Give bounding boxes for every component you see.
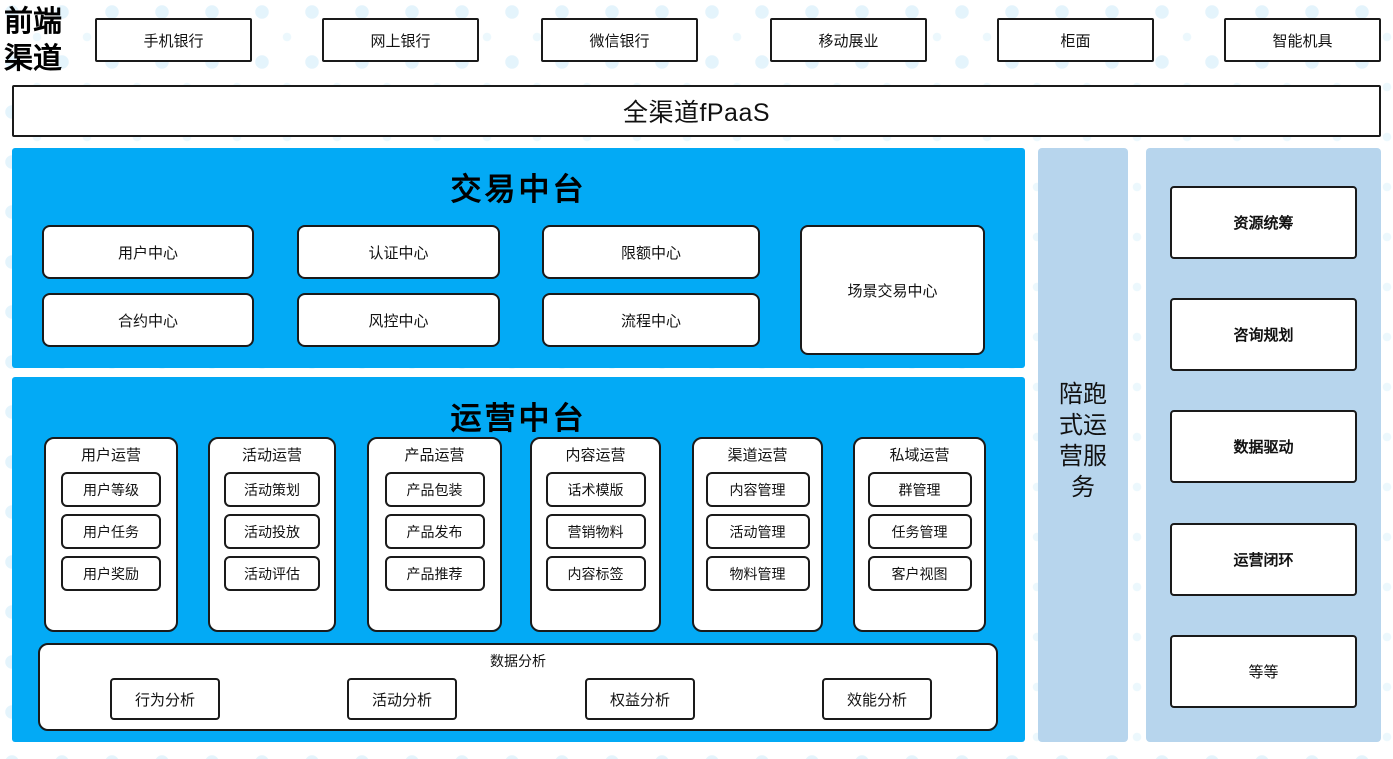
op-column-product-operation[interactable]: 产品运营 产品包装 产品发布 产品推荐	[367, 437, 502, 632]
trade-card-auth-center[interactable]: 认证中心	[297, 225, 500, 279]
op-column-content-operation[interactable]: 内容运营 话术模版 营销物料 内容标签	[530, 437, 661, 632]
channel-chip-mobile-business[interactable]: 移动展业	[770, 18, 927, 62]
op-column-user-operation[interactable]: 用户运营 用户等级 用户任务 用户奖励	[44, 437, 178, 632]
data-analysis-item[interactable]: 效能分析	[822, 678, 932, 720]
channel-chip-counter[interactable]: 柜面	[997, 18, 1154, 62]
trade-card-user-center[interactable]: 用户中心	[42, 225, 254, 279]
trade-center-panel: 交易中台 用户中心 认证中心 限额中心 合约中心 风控中心 流程中心 场景交易中…	[12, 148, 1025, 368]
channel-chip-label: 手机银行	[143, 32, 204, 50]
omnichannel-fpaas-label: 全渠道fPaaS	[622, 99, 771, 127]
op-column-campaign-operation[interactable]: 活动运营 活动策划 活动投放 活动评估	[208, 437, 336, 632]
escort-operation-service-label: 陪跑 式运 营服 务	[1059, 381, 1107, 501]
data-analysis-item[interactable]: 活动分析	[347, 678, 457, 720]
op-item[interactable]: 产品发布	[384, 514, 485, 549]
op-item[interactable]: 用户任务	[61, 514, 161, 549]
op-item[interactable]: 内容标签	[545, 556, 646, 591]
trade-card-label: 风控中心	[368, 312, 429, 330]
trade-card-label: 认证中心	[368, 244, 429, 262]
data-analysis-title: 数据分析	[490, 653, 546, 669]
data-analysis-item[interactable]: 行为分析	[110, 678, 220, 720]
trade-card-label: 场景交易中心	[847, 282, 938, 300]
capability-card-label: 咨询规划	[1233, 327, 1294, 344]
escort-operation-service-panel: 陪跑 式运 营服 务	[1038, 148, 1128, 742]
capability-card-label: 数据驱动	[1233, 439, 1294, 456]
op-item[interactable]: 产品包装	[384, 472, 485, 507]
capability-card-label: 运营闭环	[1233, 552, 1294, 569]
capability-card-etc[interactable]: 等等	[1170, 635, 1357, 708]
op-item[interactable]: 群管理	[867, 472, 972, 507]
channel-chip-label: 网上银行	[370, 32, 431, 50]
op-item[interactable]: 活动管理	[705, 514, 810, 549]
trade-card-limit-center[interactable]: 限额中心	[542, 225, 760, 279]
operation-center-title: 运营中台	[450, 401, 587, 436]
op-item[interactable]: 活动投放	[224, 514, 320, 549]
trade-card-risk-center[interactable]: 风控中心	[297, 293, 500, 347]
trade-card-label: 流程中心	[620, 312, 681, 330]
trade-card-label: 限额中心	[620, 244, 681, 262]
op-item[interactable]: 话术模版	[545, 472, 646, 507]
op-item[interactable]: 产品推荐	[384, 556, 485, 591]
op-item[interactable]: 用户等级	[61, 472, 161, 507]
op-item[interactable]: 客户视图	[867, 556, 972, 591]
trade-card-process-center[interactable]: 流程中心	[542, 293, 760, 347]
op-item[interactable]: 活动评估	[224, 556, 320, 591]
op-column-private-domain-operation[interactable]: 私域运营 群管理 任务管理 客户视图	[853, 437, 986, 632]
op-item[interactable]: 物料管理	[705, 556, 810, 591]
capability-card-resource-coordination[interactable]: 资源统筹	[1170, 186, 1357, 259]
trade-card-label: 合约中心	[117, 312, 178, 330]
trade-center-title: 交易中台	[450, 172, 587, 207]
op-item[interactable]: 内容管理	[705, 472, 810, 507]
channel-chip-label: 智能机具	[1272, 32, 1333, 50]
op-item[interactable]: 营销物料	[545, 514, 646, 549]
op-column-title: 内容运营	[565, 447, 626, 464]
op-column-channel-operation[interactable]: 渠道运营 内容管理 活动管理 物料管理	[692, 437, 823, 632]
capability-card-label: 等等	[1248, 664, 1279, 681]
front-channel-label: 前端 渠道	[4, 6, 63, 75]
channel-chip-label: 移动展业	[818, 32, 879, 50]
op-item[interactable]: 活动策划	[224, 472, 320, 507]
trade-card-scenario-center[interactable]: 场景交易中心	[800, 225, 985, 355]
capability-card-consulting-planning[interactable]: 咨询规划	[1170, 298, 1357, 371]
data-analysis-box: 数据分析 行为分析 活动分析 权益分析 效能分析	[38, 643, 998, 731]
channel-chip-smart-machine[interactable]: 智能机具	[1224, 18, 1381, 62]
trade-card-contract-center[interactable]: 合约中心	[42, 293, 254, 347]
capability-panel: 资源统筹 咨询规划 数据驱动 运营闭环 等等	[1146, 148, 1381, 742]
channel-chip-label: 柜面	[1060, 32, 1091, 50]
data-analysis-item[interactable]: 权益分析	[585, 678, 695, 720]
op-column-title: 产品运营	[404, 447, 465, 464]
op-item[interactable]: 任务管理	[867, 514, 972, 549]
trade-card-label: 用户中心	[117, 244, 178, 262]
op-column-title: 活动运营	[241, 447, 302, 464]
channel-chip-wechat-bank[interactable]: 微信银行	[541, 18, 698, 62]
channel-chip-label: 微信银行	[589, 32, 650, 50]
capability-card-operation-closed-loop[interactable]: 运营闭环	[1170, 523, 1357, 596]
op-column-title: 私域运营	[889, 447, 950, 464]
op-column-title: 渠道运营	[727, 447, 788, 464]
channel-chip-internet-bank[interactable]: 网上银行	[322, 18, 479, 62]
omnichannel-fpaas-bar[interactable]: 全渠道fPaaS	[12, 85, 1381, 137]
capability-card-data-driven[interactable]: 数据驱动	[1170, 410, 1357, 483]
op-item[interactable]: 用户奖励	[61, 556, 161, 591]
op-column-title: 用户运营	[80, 447, 141, 464]
channel-chip-mobile-bank[interactable]: 手机银行	[95, 18, 252, 62]
capability-card-label: 资源统筹	[1233, 215, 1294, 232]
